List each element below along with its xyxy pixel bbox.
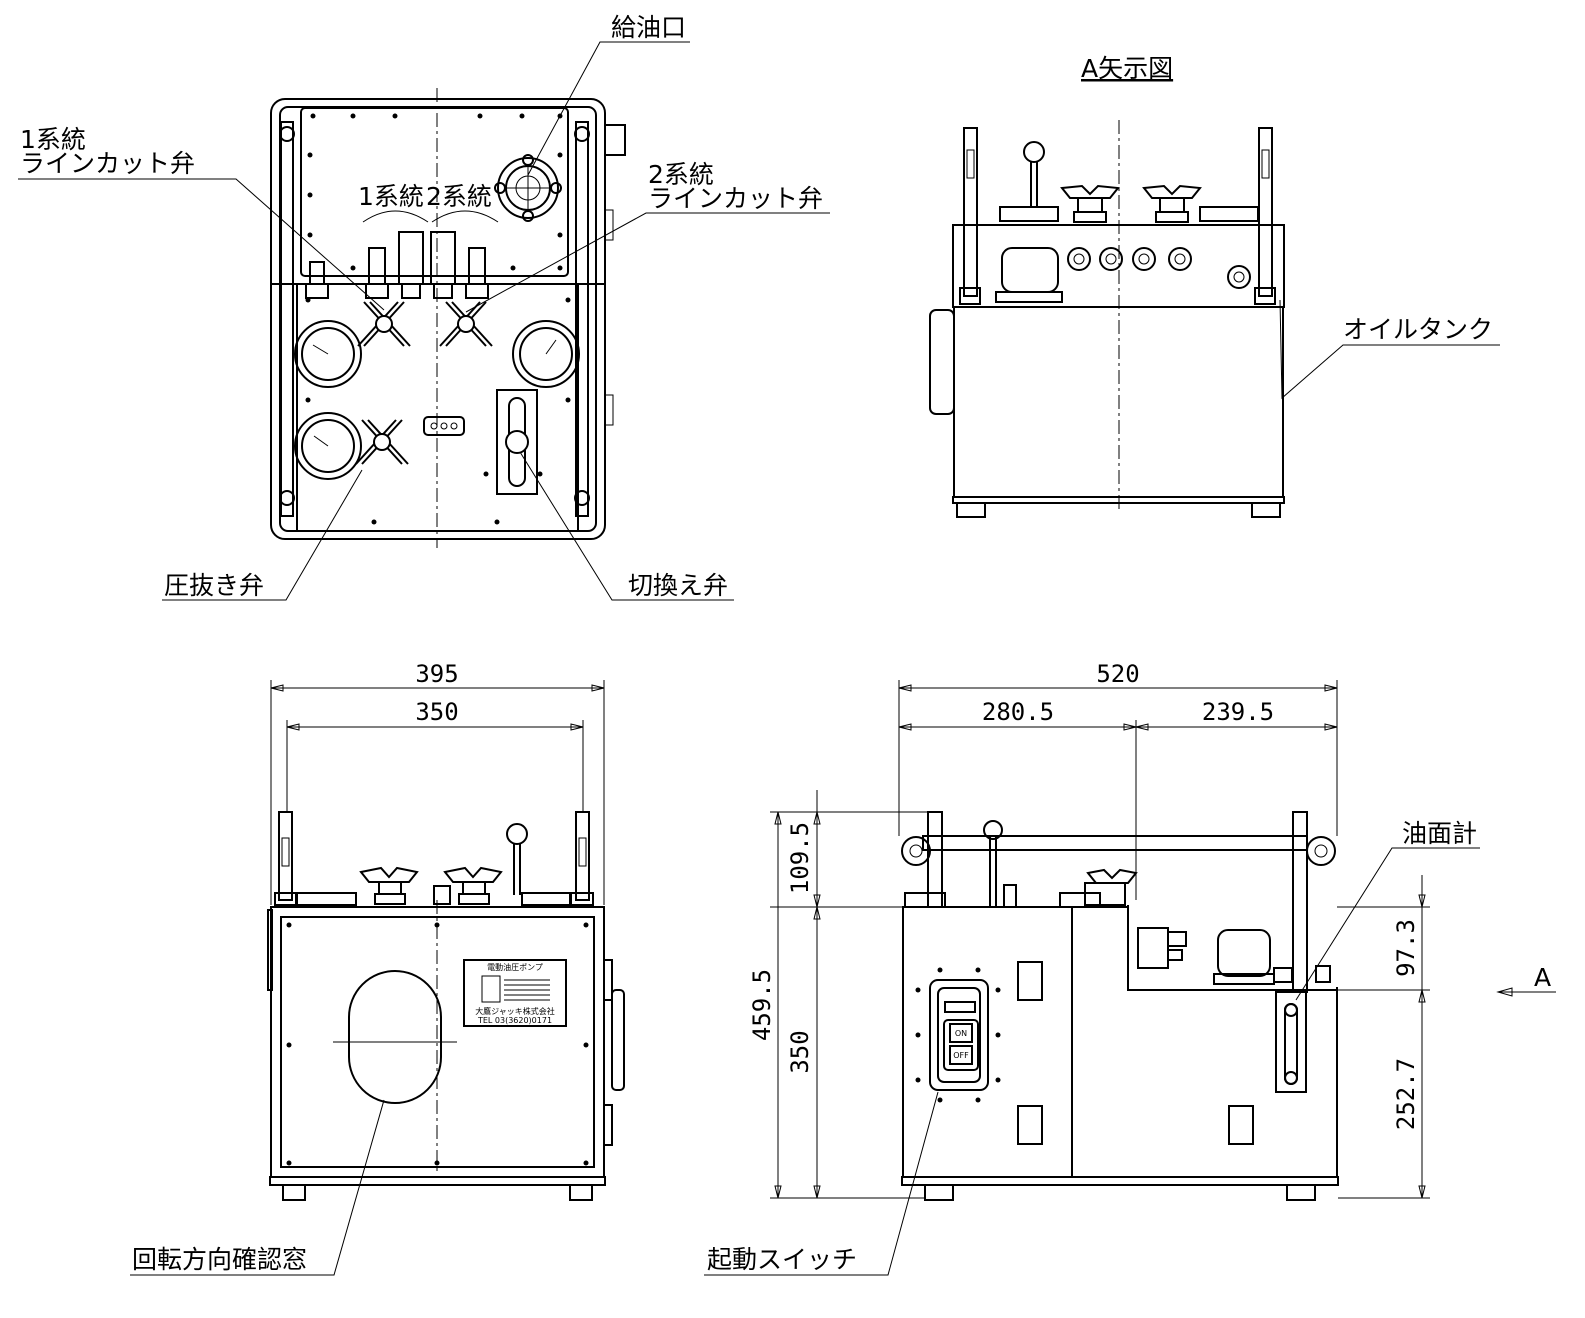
label-rotation-window: 回転方向確認窓 [132, 1245, 307, 1274]
dimension-lines [270, 680, 1556, 1199]
start-switch: ON OFF [915, 967, 1001, 1103]
switch-on-label: ON [955, 1029, 967, 1038]
label-oil-tank: オイルタンク [1343, 315, 1493, 344]
bolts-top [305, 113, 571, 525]
dim-height-lower-right: 252.7 [1392, 1058, 1420, 1130]
dim-height-body: 350 [786, 1030, 814, 1073]
pressure-gauge-left-top [294, 320, 362, 388]
label-switch-valve: 切換え弁 [628, 571, 728, 600]
pressure-gauge-right-top [512, 320, 580, 388]
switching-valve [496, 389, 538, 495]
label-line1-valve-b: ラインカット弁 [20, 149, 195, 178]
label-relief-valve: 圧抜き弁 [164, 571, 264, 600]
labels: 給油口 1系統 ラインカット弁 2系統 ラインカット弁 1系統 2系統 A矢示図… [20, 13, 1551, 1274]
dim-front-width-total: 395 [415, 660, 458, 688]
nameplate-title: 電動油圧ポンプ [487, 962, 543, 972]
relief-valve [355, 419, 409, 465]
view-a [929, 120, 1285, 518]
nameplate [463, 959, 567, 1027]
label-system1: 1系統 [358, 182, 424, 211]
dim-front-width-inner: 350 [415, 698, 458, 726]
dim-side-width-left: 280.5 [982, 698, 1054, 726]
top-view [270, 88, 626, 548]
fittings [305, 231, 489, 299]
label-refuel-port: 給油口 [611, 13, 686, 42]
dim-height-total: 459.5 [748, 969, 776, 1041]
dimension-values: 395 350 520 280.5 239.5 109.5 459.5 350 … [415, 660, 1420, 1130]
label-arrow-a: A [1534, 963, 1551, 992]
label-line2-valve-a: 2系統 [648, 160, 714, 189]
dim-height-top: 109.5 [786, 822, 814, 894]
label-start-switch: 起動スイッチ [707, 1245, 857, 1274]
label-line2-valve-b: ラインカット弁 [648, 184, 823, 213]
title-view-a: A矢示図 [1081, 54, 1173, 83]
dim-side-width-right: 239.5 [1202, 698, 1274, 726]
dim-side-width-total: 520 [1096, 660, 1139, 688]
nameplate-maker: 大鷹ジャッキ株式会社 [475, 1006, 555, 1016]
label-system2: 2系統 [426, 182, 492, 211]
leader-lines [18, 41, 1500, 1276]
line-cut-valve-2 [439, 301, 493, 347]
line-cut-valve-1 [357, 301, 411, 347]
switch-off-label: OFF [953, 1051, 969, 1060]
dim-height-upper-right: 97.3 [1392, 919, 1420, 977]
oil-level-gauge [1275, 991, 1307, 1093]
label-oil-gauge: 油面計 [1402, 819, 1477, 848]
side-view: ON OFF [901, 811, 1350, 1201]
front-view: 電動油圧ポンプ 大鷹ジャッキ株式会社 TEL 03(3620)0171 [267, 811, 625, 1201]
nameplate-tel: TEL 03(3620)0171 [477, 1016, 552, 1025]
pressure-gauge-left-bottom [294, 412, 362, 480]
label-line1-valve-a: 1系統 [20, 125, 86, 154]
rotation-check-window [348, 970, 442, 1104]
